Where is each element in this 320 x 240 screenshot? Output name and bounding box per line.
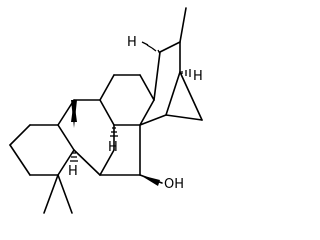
- h-c5-label: H: [68, 164, 78, 179]
- bond: [9, 124, 31, 146]
- molecule-structure: H H H H OH: [9, 7, 203, 214]
- hash-bond-h-c9: [110, 127, 118, 137]
- bond: [99, 99, 115, 126]
- bond: [43, 174, 59, 214]
- bond: [153, 51, 161, 101]
- hash-line: [141, 41, 149, 46]
- h-c13-label: H: [193, 69, 203, 84]
- bond: [99, 74, 115, 101]
- oh-wedge: [140, 175, 160, 186]
- gem-dimethyl-bonds: [43, 174, 73, 214]
- bond: [57, 174, 73, 214]
- h-c9-label: H: [108, 140, 118, 155]
- bond: [139, 99, 155, 126]
- ring-c-bonds: [99, 71, 181, 176]
- ring-a-bonds: [9, 124, 75, 176]
- bond: [73, 149, 101, 176]
- bond: [57, 124, 75, 151]
- hash-bond-h-c5: [70, 152, 78, 162]
- h-c12-label: H: [127, 35, 137, 50]
- bond: [57, 149, 75, 176]
- cage-bonds: [153, 7, 203, 121]
- bond: [139, 114, 167, 126]
- hash-line: [151, 47, 157, 52]
- bond: [179, 7, 187, 43]
- bond: [139, 74, 155, 101]
- bond: [9, 144, 31, 176]
- hash-bond-h-c13: [181, 69, 191, 77]
- hash-line: [157, 49, 161, 55]
- bond: [165, 71, 181, 116]
- hydroxyl-label: OH: [164, 177, 184, 192]
- hash-bond-h-c12: [141, 41, 161, 55]
- bond: [57, 99, 75, 126]
- hash-line: [146, 44, 153, 49]
- bond: [159, 41, 181, 53]
- bond: [165, 114, 203, 121]
- bond: [179, 71, 203, 121]
- ring-b-bonds: [57, 99, 115, 176]
- bond: [99, 149, 115, 176]
- c10-methyl-wedge: [71, 100, 77, 128]
